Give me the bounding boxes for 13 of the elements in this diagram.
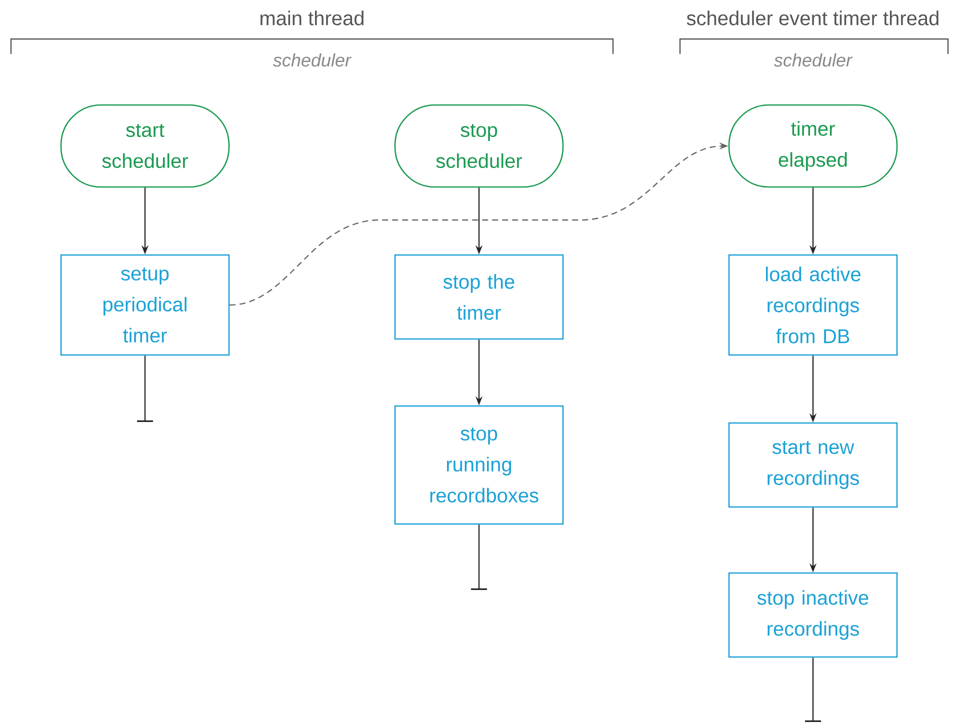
section-heading: scheduler event timer thread xyxy=(686,10,938,26)
process-box: start new recordings xyxy=(728,422,898,508)
arrow xyxy=(471,524,487,590)
section-subheading: scheduler xyxy=(273,53,352,67)
process-box: stop inactive recordings xyxy=(728,572,898,658)
arrow xyxy=(805,658,821,722)
arrow xyxy=(137,356,153,422)
section-heading: main thread xyxy=(260,10,364,26)
process-box: load active recordings from DB xyxy=(728,254,898,356)
section-subheading: scheduler xyxy=(774,53,853,67)
process-box: stop running recordboxes xyxy=(394,405,564,525)
process-box: setup periodical timer xyxy=(60,254,230,356)
process-box: stop the timer xyxy=(394,254,564,340)
